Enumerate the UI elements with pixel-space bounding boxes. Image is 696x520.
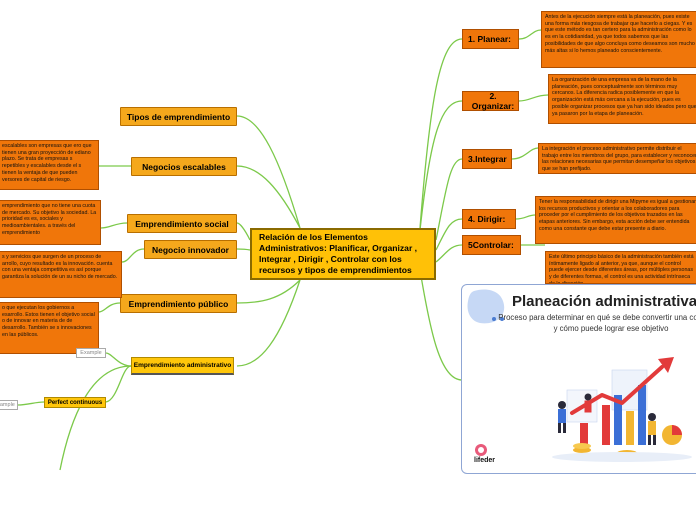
topic-label: Negocios escalables bbox=[142, 161, 226, 172]
topic-label: Tipos de emprendimiento bbox=[126, 111, 231, 122]
connector bbox=[236, 165, 301, 229]
description-text: Este último principio básico de la admin… bbox=[549, 254, 694, 284]
connector bbox=[419, 100, 463, 231]
bar bbox=[638, 385, 646, 445]
topic-dirigir[interactable]: 4. Dirigir: bbox=[462, 209, 516, 229]
connector bbox=[17, 401, 45, 406]
connector bbox=[100, 222, 128, 229]
topic-label: Negocio innovador bbox=[152, 244, 229, 255]
topic-emprendimiento-publico[interactable]: Emprendimiento público bbox=[120, 294, 237, 313]
pie-slice bbox=[672, 425, 682, 435]
coin-stack bbox=[573, 443, 591, 449]
connector bbox=[419, 38, 463, 229]
topic-planear[interactable]: 1. Planear: bbox=[462, 29, 519, 49]
person-icon bbox=[584, 393, 592, 413]
description-text: La organización de una empresa va de la … bbox=[552, 77, 696, 117]
topic-negocios-escalables[interactable]: Negocios escalables bbox=[131, 157, 237, 176]
connector bbox=[121, 248, 145, 263]
central-topic[interactable]: Relación de los Elementos Administrativo… bbox=[250, 228, 436, 280]
topic-controlar[interactable]: 5Controlar: bbox=[462, 235, 521, 255]
card-illustration bbox=[467, 289, 692, 462]
card-subtitle: Proceso para determinar en qué se debe c… bbox=[498, 313, 696, 333]
example-label: xample bbox=[0, 402, 15, 408]
image-card-planeacion-administrativa[interactable]: Planeación administrativa Proceso para d… bbox=[461, 284, 696, 474]
description-text: La integración el proceso administrativo… bbox=[542, 146, 696, 173]
description-text: o que ejecutan los gobiernos a esarrollo… bbox=[2, 305, 95, 338]
connector bbox=[98, 302, 121, 313]
lifeder-logo-icon-inner bbox=[478, 447, 484, 453]
topic-emprendimiento-administrativo[interactable]: Emprendimiento administrativo bbox=[131, 357, 234, 375]
topic-integrar[interactable]: 3.Integrar bbox=[462, 149, 512, 169]
connector bbox=[511, 147, 539, 160]
description-negocios-escalables[interactable]: escalables son empresas que ero que tien… bbox=[0, 140, 99, 190]
connector bbox=[236, 279, 301, 304]
description-text: Antes de la ejecución siempre está la pl… bbox=[545, 14, 695, 54]
topic-label: 5Controlar: bbox=[468, 240, 514, 250]
brand-label: lifeder bbox=[474, 457, 496, 464]
description-text: Tener la responsabilidad de dirigir una … bbox=[539, 199, 696, 232]
card-title: Planeación administrativa bbox=[512, 293, 696, 310]
connector bbox=[236, 222, 251, 241]
subtopic-label: Perfect continuous bbox=[47, 399, 103, 406]
description-controlar[interactable]: Este último principio básico de la admin… bbox=[545, 251, 696, 284]
description-planear[interactable]: Antes de la ejecución siempre está la pl… bbox=[541, 11, 696, 68]
arrow-head-icon bbox=[658, 357, 674, 373]
topic-organizar[interactable]: 2. Organizar: bbox=[462, 91, 519, 111]
topic-emprendimiento-social[interactable]: Emprendimiento social bbox=[127, 214, 237, 233]
connector bbox=[419, 269, 463, 381]
description-dirigir[interactable]: Tener la responsabilidad de dirigir una … bbox=[535, 196, 696, 244]
connector bbox=[236, 115, 301, 229]
connector bbox=[518, 94, 549, 102]
description-integrar[interactable]: La integración el proceso administrativo… bbox=[538, 143, 696, 174]
connector bbox=[105, 352, 132, 367]
person-icon bbox=[648, 413, 656, 445]
description-emprendimiento-social[interactable]: emprendimiento que no tiene una cuota de… bbox=[0, 200, 101, 245]
blue-blob-icon bbox=[467, 289, 505, 324]
topic-tipos-de-emprendimiento[interactable]: Tipos de emprendimiento bbox=[120, 107, 237, 126]
bar bbox=[580, 423, 588, 445]
floor-shadow bbox=[552, 452, 692, 462]
description-text: emprendimiento que no tiene una cuota de… bbox=[2, 203, 97, 236]
topic-label: 2. Organizar: bbox=[471, 91, 515, 111]
connector bbox=[105, 365, 132, 403]
description-negocio-innovador[interactable]: s y servicios que surgen de un proceso d… bbox=[0, 251, 122, 298]
connector bbox=[435, 158, 463, 241]
description-text: escalables son empresas que ero que tien… bbox=[2, 143, 92, 183]
connector bbox=[236, 248, 251, 251]
subtopic-perfect-continuous[interactable]: Perfect continuous bbox=[44, 397, 106, 408]
connector bbox=[518, 29, 542, 40]
connector bbox=[236, 279, 301, 367]
bar bbox=[614, 395, 622, 445]
description-text: s y servicios que surgen de un proceso d… bbox=[2, 254, 118, 281]
topic-label: Emprendimiento administrativo bbox=[133, 362, 232, 369]
description-organizar[interactable]: La organización de una empresa va de la … bbox=[548, 74, 696, 124]
dot bbox=[492, 317, 496, 321]
example-label: Example bbox=[80, 350, 102, 356]
central-topic-label: Relación de los Elementos Administrativo… bbox=[259, 232, 418, 275]
dot bbox=[500, 317, 504, 321]
example-node[interactable]: Example bbox=[76, 348, 106, 358]
topic-label: 1. Planear: bbox=[468, 34, 511, 44]
example-node[interactable]: xample bbox=[0, 400, 18, 410]
connector bbox=[435, 244, 463, 263]
topic-label: Emprendimiento social bbox=[135, 218, 229, 229]
description-emprendimiento-publico[interactable]: o que ejecutan los gobiernos a esarrollo… bbox=[0, 302, 99, 354]
connector bbox=[515, 214, 536, 220]
person-icon bbox=[558, 401, 566, 433]
topic-label: Emprendimiento público bbox=[128, 298, 229, 309]
bar bbox=[626, 411, 634, 445]
topic-negocio-innovador[interactable]: Negocio innovador bbox=[144, 240, 237, 259]
topic-label: 4. Dirigir: bbox=[468, 214, 506, 224]
connector bbox=[435, 218, 463, 251]
bar bbox=[602, 405, 610, 445]
topic-label: 3.Integrar bbox=[468, 154, 507, 164]
